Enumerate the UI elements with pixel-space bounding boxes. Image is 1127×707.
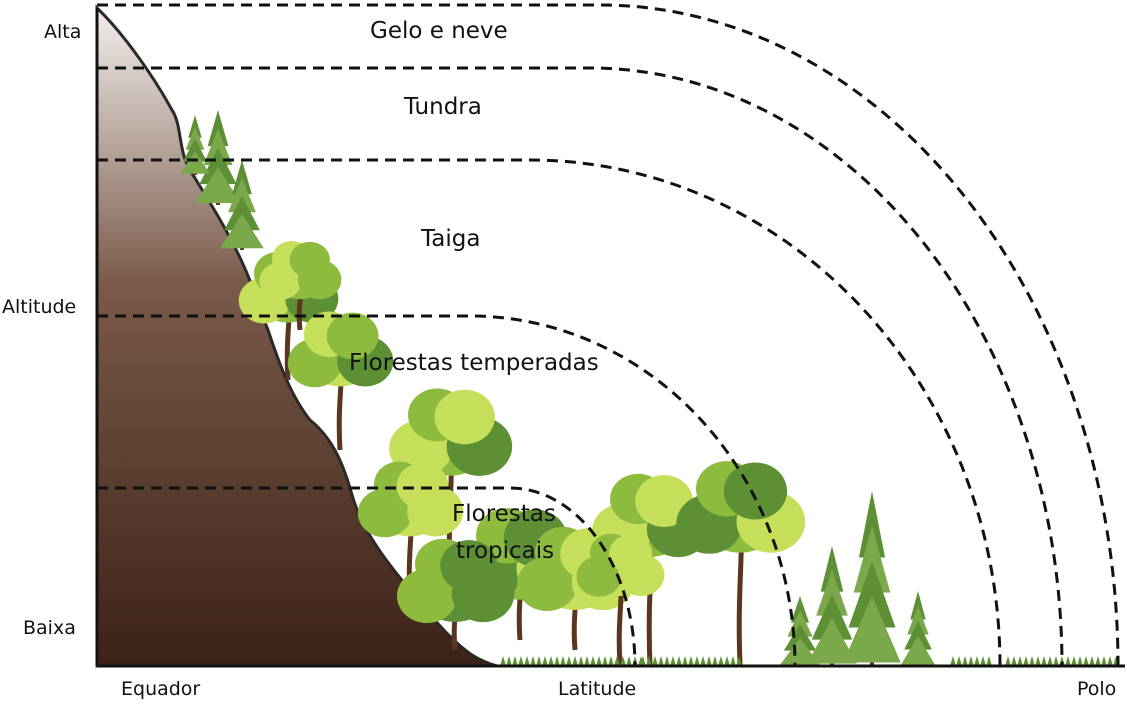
y-axis-title: Altitude bbox=[2, 296, 77, 318]
y-axis-low-label: Baixa bbox=[23, 617, 76, 639]
conifer-tier bbox=[853, 526, 891, 593]
tree-crown bbox=[723, 462, 788, 520]
boundary-temperate bbox=[97, 314, 797, 667]
grass-3 bbox=[950, 656, 992, 666]
conifer-tier bbox=[820, 546, 844, 592]
zone-label-taiga: Taiga bbox=[421, 226, 481, 252]
boundary-tundra bbox=[97, 66, 1064, 667]
conifer-tier bbox=[807, 618, 857, 664]
grass-2 bbox=[640, 656, 742, 666]
plain-conifer-4 bbox=[901, 591, 935, 666]
tropical-tree-5 bbox=[397, 538, 515, 651]
conifer-tier bbox=[910, 591, 926, 620]
conifer-tier bbox=[791, 596, 809, 623]
x-axis-right-label: Polo bbox=[1077, 678, 1117, 700]
tropical-tree-1 bbox=[389, 388, 513, 591]
conifer-tier bbox=[195, 167, 241, 204]
conifer-tier bbox=[224, 196, 260, 231]
conifer-tier bbox=[199, 148, 237, 185]
conifer-tier bbox=[783, 624, 817, 651]
boundary-tropical bbox=[97, 486, 637, 667]
x-axis-title: Latitude bbox=[558, 678, 637, 700]
tree-crown bbox=[326, 312, 379, 360]
conifer-tier bbox=[848, 561, 896, 628]
plain-broadleaf-2 bbox=[676, 461, 806, 666]
tree-crown bbox=[440, 540, 498, 592]
conifer-tier bbox=[780, 638, 820, 665]
slope-conifer-3 bbox=[180, 115, 210, 175]
zone-label-tundra: Tundra bbox=[404, 94, 482, 120]
vegetation bbox=[180, 110, 1119, 666]
conifer-tier bbox=[203, 129, 233, 166]
conifer-tier bbox=[843, 596, 901, 663]
slope-conifer-2 bbox=[220, 160, 264, 250]
conifer-tier bbox=[207, 110, 229, 147]
conifer-tier bbox=[858, 491, 886, 558]
conifer-tier bbox=[182, 139, 208, 162]
grass-tuft bbox=[950, 656, 992, 666]
x-axis-left-label: Equador bbox=[121, 678, 201, 700]
tree-crown bbox=[396, 462, 449, 510]
conifer-tier bbox=[185, 127, 205, 150]
conifer-tier bbox=[904, 621, 932, 650]
zone-boundaries bbox=[97, 3, 1120, 667]
slope-broadleaf-2 bbox=[287, 311, 394, 451]
grass-tuft bbox=[640, 656, 742, 666]
grass-4 bbox=[1005, 656, 1119, 666]
plain-conifer-2 bbox=[807, 546, 857, 666]
conifer-tier bbox=[907, 606, 929, 635]
zone-label-temperate: Florestas temperadas bbox=[349, 350, 599, 376]
boundary-ice bbox=[97, 3, 1120, 667]
plain-broadleaf-3 bbox=[576, 533, 665, 666]
conifer-tier bbox=[228, 178, 256, 213]
conifer-tier bbox=[220, 214, 264, 249]
y-axis-high-label: Alta bbox=[44, 21, 82, 43]
conifer-tier bbox=[811, 594, 853, 640]
tree-crown bbox=[289, 241, 330, 279]
tree-crown bbox=[434, 389, 495, 445]
conifer-tier bbox=[901, 636, 935, 665]
grass-tuft bbox=[1005, 656, 1119, 666]
slope-broadleaf-3 bbox=[259, 240, 342, 331]
tree-crown bbox=[608, 534, 653, 574]
mountain bbox=[95, 4, 498, 668]
conifer-tier bbox=[188, 115, 202, 138]
zone-label-ice: Gelo e neve bbox=[370, 18, 508, 44]
zone-label-tropical-1: Florestas bbox=[452, 501, 556, 527]
boundary-taiga bbox=[97, 158, 1002, 667]
conifer-tier bbox=[816, 570, 848, 616]
conifer-tier bbox=[232, 160, 252, 195]
conifer-tier bbox=[180, 151, 210, 174]
plain-conifer-3 bbox=[843, 491, 901, 666]
slope-conifer-1 bbox=[195, 110, 241, 205]
zone-label-tropical-2: tropicais bbox=[456, 538, 555, 564]
